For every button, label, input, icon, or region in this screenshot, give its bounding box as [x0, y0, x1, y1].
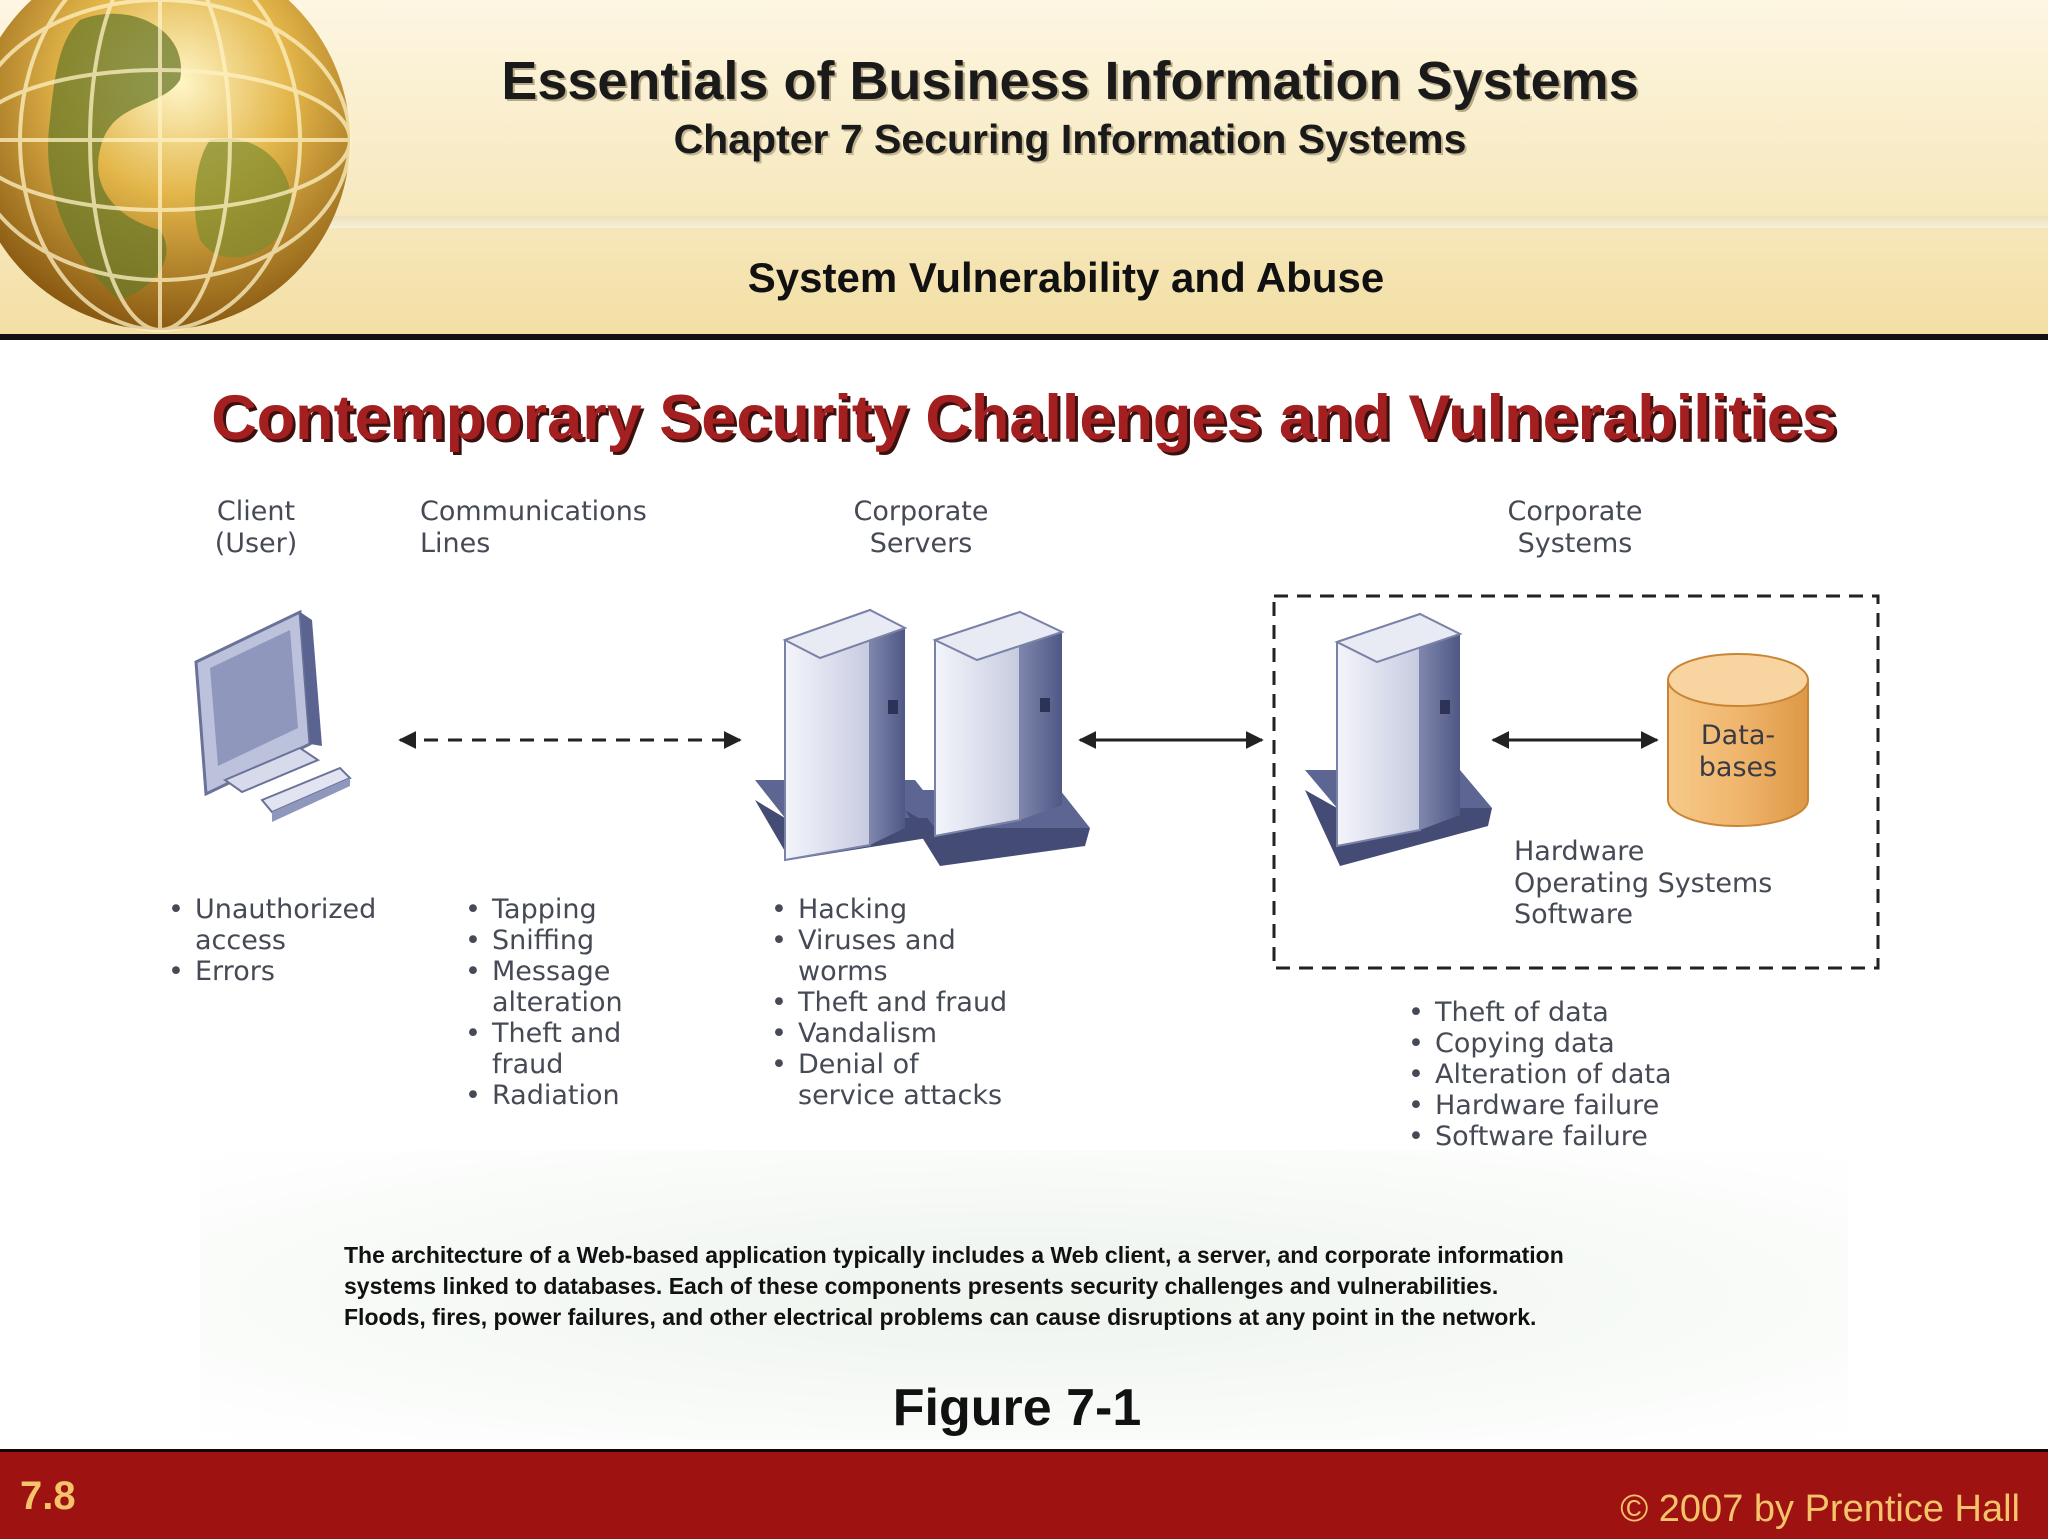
heading-line: Lines	[420, 528, 490, 559]
column-heading-lines: Communications Lines	[420, 496, 647, 559]
slide-number: 7.8	[20, 1474, 76, 1518]
heading-line: Systems	[1518, 528, 1633, 559]
client-threats-list: • Unauthorized access • Errors	[168, 894, 376, 987]
threat-item: Viruses and	[798, 925, 956, 956]
threat-bullet: •	[771, 925, 787, 956]
threat-item-continued: fraud	[492, 1049, 563, 1080]
server-threats-list: • Hacking • Viruses and worms • Theft an…	[771, 894, 1007, 1111]
system-threats-list: • Theft of data • Copying data • Alterat…	[1408, 997, 1672, 1152]
corporate-server-icon	[755, 608, 945, 862]
threat-item-continued: worms	[798, 956, 888, 987]
system-component: Software	[1514, 899, 1633, 930]
globe-icon	[0, 0, 352, 332]
threat-item: Sniffing	[492, 925, 594, 956]
threat-item: Hacking	[798, 894, 907, 925]
threat-item: Copying data	[1435, 1028, 1615, 1059]
threat-bullet: •	[1408, 1090, 1424, 1121]
column-heading-servers: Corporate Servers	[854, 496, 989, 559]
threat-bullet: •	[168, 894, 184, 925]
threat-bullet: •	[771, 1018, 787, 1049]
figure-label: Figure 7-1	[892, 1379, 1142, 1437]
threat-bullet: •	[771, 987, 787, 1018]
system-components-list: Hardware Operating Systems Software	[1514, 836, 1772, 930]
threat-bullet: •	[168, 956, 184, 987]
threat-item: Unauthorized	[195, 894, 376, 925]
heading-line: Communications	[420, 496, 647, 527]
threat-item: Vandalism	[798, 1018, 937, 1049]
database-label-line: bases	[1699, 752, 1777, 783]
corporate-server-icon	[905, 610, 1090, 866]
copyright-notice: © 2007 by Prentice Hall	[1620, 1488, 2020, 1530]
threat-bullet: •	[771, 1049, 787, 1080]
threat-item: Hardware failure	[1435, 1090, 1659, 1121]
threat-item: Tapping	[491, 894, 597, 925]
header-divider	[0, 334, 2048, 340]
caption-line: systems linked to databases. Each of the…	[344, 1273, 1499, 1299]
threat-bullet: •	[465, 1018, 481, 1049]
system-component: Hardware	[1514, 836, 1644, 867]
threat-item-continued: access	[195, 925, 286, 956]
heading-line: Servers	[870, 528, 973, 559]
threat-item: Software failure	[1435, 1121, 1648, 1152]
threat-item: Theft of data	[1434, 997, 1609, 1028]
caption-line: The architecture of a Web-based applicat…	[344, 1242, 1564, 1268]
heading-line: Corporate	[1508, 496, 1643, 527]
threat-item: Theft and	[491, 1018, 621, 1049]
client-computer-icon	[194, 609, 352, 822]
column-heading-systems: Corporate Systems	[1508, 496, 1643, 559]
database-label-line: Data-	[1701, 720, 1775, 751]
slide-footer: 7.8 © 2007 by Prentice Hall	[0, 1449, 2048, 1539]
threat-bullet: •	[1408, 1028, 1424, 1059]
column-heading-client: Client (User)	[215, 496, 298, 559]
book-title: Essentials of Business Information Syste…	[501, 51, 1639, 111]
chapter-title: Chapter 7 Securing Information Systems	[673, 116, 1467, 162]
threat-bullet: •	[465, 956, 481, 987]
communication-threats-list: • Tapping • Sniffing • Message alteratio…	[465, 894, 623, 1111]
header-band	[330, 216, 2048, 228]
threat-item: Radiation	[492, 1080, 620, 1111]
figure-caption: The architecture of a Web-based applicat…	[344, 1240, 1744, 1333]
threat-item: Message	[492, 956, 610, 987]
threat-bullet: •	[465, 1080, 481, 1111]
threat-item: Denial of	[798, 1049, 920, 1080]
threat-bullet: •	[771, 894, 787, 925]
heading-line: (User)	[215, 528, 298, 559]
corporate-systems-box	[1272, 594, 1880, 970]
threat-item: Alteration of data	[1435, 1059, 1672, 1090]
system-component: Operating Systems	[1514, 868, 1772, 899]
threat-bullet: •	[465, 925, 481, 956]
threat-bullet: •	[1408, 1059, 1424, 1090]
threat-bullet: •	[1408, 997, 1424, 1028]
threat-bullet: •	[1408, 1121, 1424, 1152]
security-architecture-diagram: Client (User) Communications Lines Corpo…	[168, 496, 1880, 1152]
database-icon: Data- bases	[1667, 653, 1809, 827]
caption-line: Floods, fires, power failures, and other…	[344, 1304, 1537, 1330]
threat-item-continued: service attacks	[798, 1080, 1002, 1111]
threat-item-continued: alteration	[492, 987, 623, 1018]
caption-background	[200, 1150, 1848, 1440]
heading-line: Corporate	[854, 496, 989, 527]
threat-item: Errors	[195, 956, 275, 987]
heading-line: Client	[217, 496, 295, 527]
threat-bullet: •	[465, 894, 481, 925]
threat-item: Theft and fraud	[797, 987, 1007, 1018]
corporate-system-server-icon	[1305, 612, 1492, 866]
slide-title: Contemporary Security Challenges and Vul…	[211, 383, 1837, 453]
slide-header: Essentials of Business Information Syste…	[0, 0, 2048, 336]
section-title: System Vulnerability and Abuse	[747, 254, 1385, 301]
